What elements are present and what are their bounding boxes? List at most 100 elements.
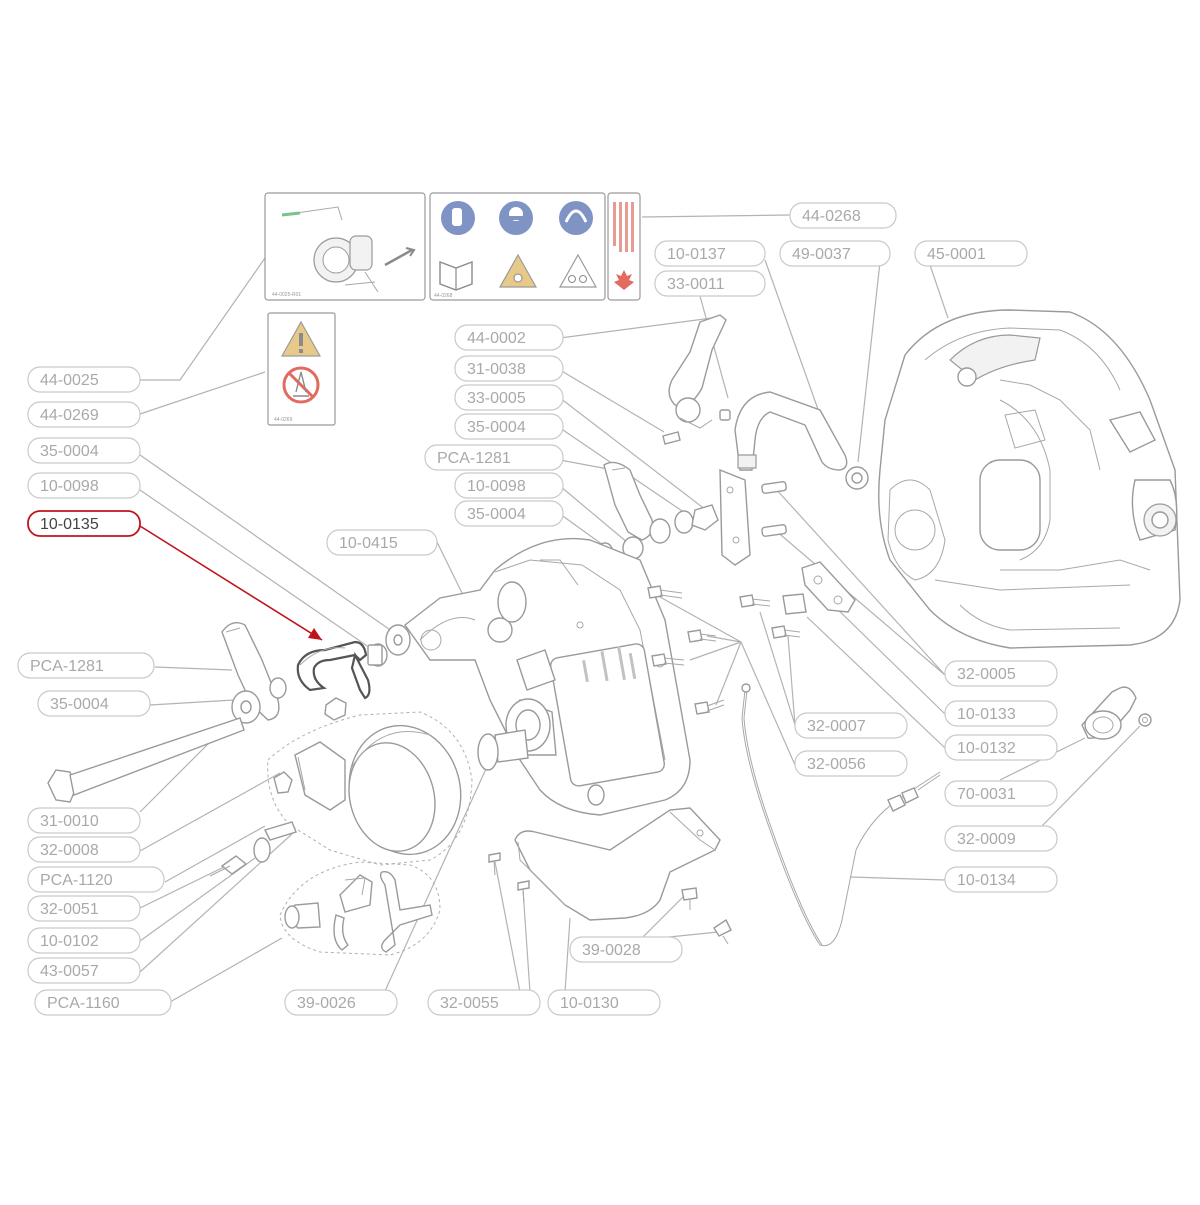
callout-label-32-0051[interactable]: 32-0051 xyxy=(27,895,141,922)
callout-label-PCA-1160[interactable]: PCA-1160 xyxy=(34,989,172,1016)
callout-box[interactable] xyxy=(944,825,1058,852)
callout-label-45-0001[interactable]: 45-0001 xyxy=(914,240,1028,267)
callout-box[interactable] xyxy=(427,989,541,1016)
callout-box[interactable] xyxy=(547,989,661,1016)
callout-label-PCA-1281-a[interactable]: PCA-1281 xyxy=(424,444,564,471)
callout-box[interactable] xyxy=(654,240,766,267)
callout-label-44-0002[interactable]: 44-0002 xyxy=(454,324,564,351)
callout-box[interactable] xyxy=(454,355,564,382)
callout-label-PCA-1281-b[interactable]: PCA-1281 xyxy=(17,652,155,679)
callout-box[interactable] xyxy=(27,957,141,984)
callout-box[interactable] xyxy=(424,444,564,471)
callout-text: 35-0004 xyxy=(50,696,109,713)
callout-label-32-0055[interactable]: 32-0055 xyxy=(427,989,541,1016)
callout-label-43-0057[interactable]: 43-0057 xyxy=(27,957,141,984)
callout-label-PCA-1120[interactable]: PCA-1120 xyxy=(27,866,165,893)
callout-box[interactable] xyxy=(326,529,438,556)
callout-text: 32-0055 xyxy=(440,995,499,1012)
callout-label-10-0415[interactable]: 10-0415 xyxy=(326,529,438,556)
callout-text: 44-0025 xyxy=(40,372,99,389)
callout-label-31-0038[interactable]: 31-0038 xyxy=(454,355,564,382)
leader-32-0056-b xyxy=(659,596,742,706)
callout-box[interactable] xyxy=(27,401,141,428)
callout-text: 10-0133 xyxy=(957,706,1016,723)
callout-box[interactable] xyxy=(944,660,1058,687)
callout-label-10-0135[interactable]: 10-0135 xyxy=(27,510,141,537)
callout-text: 10-0102 xyxy=(40,933,99,950)
callout-box[interactable] xyxy=(27,437,141,464)
callout-box[interactable] xyxy=(914,240,1028,267)
callout-box[interactable] xyxy=(794,712,908,739)
callout-box[interactable] xyxy=(34,989,172,1016)
callout-box[interactable] xyxy=(284,989,398,1016)
callout-label-32-0009[interactable]: 32-0009 xyxy=(944,825,1058,852)
callout-box[interactable] xyxy=(27,836,141,863)
callout-label-49-0037[interactable]: 49-0037 xyxy=(779,240,891,267)
callout-box[interactable] xyxy=(454,324,564,351)
callout-text: 10-0134 xyxy=(957,872,1016,889)
callout-text: 39-0028 xyxy=(582,942,641,959)
callout-label-33-0011[interactable]: 33-0011 xyxy=(654,270,766,297)
callout-label-44-0268[interactable]: 44-0268 xyxy=(789,202,897,229)
callout-label-10-0098-a[interactable]: 10-0098 xyxy=(454,472,564,499)
callout-box[interactable] xyxy=(789,202,897,229)
callout-label-10-0132[interactable]: 10-0132 xyxy=(944,734,1058,761)
callout-label-35-0004-d[interactable]: 35-0004 xyxy=(37,690,151,717)
callout-label-32-0008[interactable]: 32-0008 xyxy=(27,836,141,863)
callout-label-10-0130[interactable]: 10-0130 xyxy=(547,989,661,1016)
callout-label-35-0004-a[interactable]: 35-0004 xyxy=(454,413,564,440)
callout-box[interactable] xyxy=(779,240,891,267)
callout-box[interactable] xyxy=(944,734,1058,761)
callout-box[interactable] xyxy=(27,866,165,893)
callout-box[interactable] xyxy=(944,700,1058,727)
callout-label-32-0007[interactable]: 32-0007 xyxy=(794,712,908,739)
callout-label-33-0005[interactable]: 33-0005 xyxy=(454,384,564,411)
callout-label-35-0004-c[interactable]: 35-0004 xyxy=(27,437,141,464)
callout-box[interactable] xyxy=(27,472,141,499)
callout-box[interactable] xyxy=(454,384,564,411)
callout-box[interactable] xyxy=(654,270,766,297)
callout-box[interactable] xyxy=(27,366,141,393)
callout-label-10-0098-b[interactable]: 10-0098 xyxy=(27,472,141,499)
callout-label-70-0031[interactable]: 70-0031 xyxy=(944,780,1058,807)
callout-box[interactable] xyxy=(454,472,564,499)
callout-box[interactable] xyxy=(17,652,155,679)
leader-33-0005 xyxy=(559,397,707,511)
callout-text: 33-0005 xyxy=(467,390,526,407)
callout-label-32-0056[interactable]: 32-0056 xyxy=(794,750,908,777)
callout-text: 32-0005 xyxy=(957,666,1016,683)
callout-label-10-0134[interactable]: 10-0134 xyxy=(944,866,1058,893)
callout-box[interactable] xyxy=(944,780,1058,807)
leader-31-0038 xyxy=(559,369,665,433)
callout-box[interactable] xyxy=(794,750,908,777)
callout-box[interactable] xyxy=(27,807,141,834)
leader-32-0051 xyxy=(139,864,229,909)
callout-text: 31-0010 xyxy=(40,813,99,830)
decal-44-0268-code: 44-0268 xyxy=(434,293,453,299)
callout-box[interactable] xyxy=(944,866,1058,893)
callout-label-10-0137[interactable]: 10-0137 xyxy=(654,240,766,267)
callout-label-44-0269[interactable]: 44-0269 xyxy=(27,401,141,428)
callout-label-32-0005[interactable]: 32-0005 xyxy=(944,660,1058,687)
callout-box[interactable] xyxy=(27,510,141,537)
callout-label-44-0025[interactable]: 44-0025 xyxy=(27,366,141,393)
callout-box[interactable] xyxy=(37,690,151,717)
callout-box[interactable] xyxy=(454,500,564,527)
callout-label-39-0026[interactable]: 39-0026 xyxy=(284,989,398,1016)
leader-10-0137 xyxy=(764,259,821,416)
callout-box[interactable] xyxy=(569,936,683,963)
callout-box[interactable] xyxy=(27,895,141,922)
callout-label-39-0028[interactable]: 39-0028 xyxy=(569,936,683,963)
callout-text: 10-0098 xyxy=(467,478,526,495)
callout-box[interactable] xyxy=(454,413,564,440)
leader-10-0135 xyxy=(139,525,323,641)
callout-label-31-0010[interactable]: 31-0010 xyxy=(27,807,141,834)
callout-label-35-0004-b[interactable]: 35-0004 xyxy=(454,500,564,527)
callout-box[interactable] xyxy=(27,927,141,954)
decal-44-0269: 44-0269 xyxy=(267,312,336,426)
callout-label-10-0102[interactable]: 10-0102 xyxy=(27,927,141,954)
callout-label-10-0133[interactable]: 10-0133 xyxy=(944,700,1058,727)
leader-10-0130 xyxy=(564,917,571,993)
callout-text: 10-0132 xyxy=(957,740,1016,757)
